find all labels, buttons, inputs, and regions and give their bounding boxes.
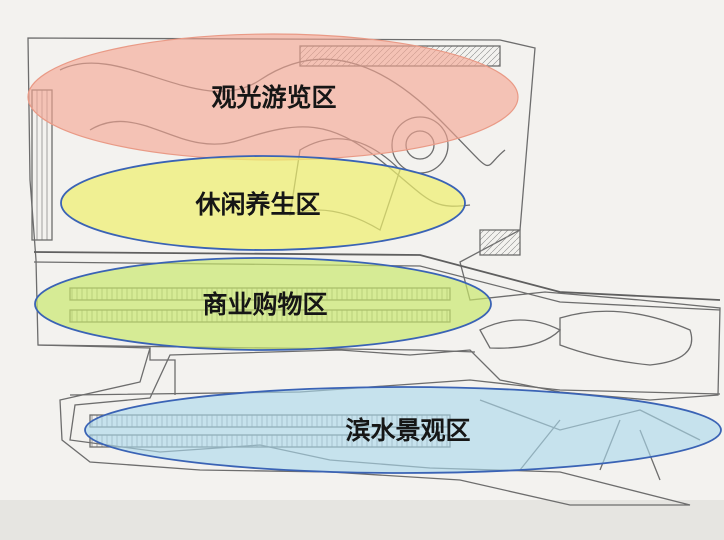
riverside-road <box>69 379 721 396</box>
zone-leisure-ellipse <box>60 155 466 251</box>
zone-leisure-label: 休闲养生区 <box>194 190 320 219</box>
zone-overlays: 观光游览区 休闲养生区 商业购物区 滨水景观区 <box>27 33 722 474</box>
paper-shadow <box>0 500 724 540</box>
zone-sightseeing: 观光游览区 <box>27 33 519 161</box>
site-boundary <box>27 37 721 506</box>
zone-shopping-label: 商业购物区 <box>202 290 327 319</box>
east-loop-2 <box>479 319 562 349</box>
east-loop <box>559 310 693 366</box>
zone-shopping-ellipse <box>34 257 492 351</box>
zone-waterfront-ellipse <box>84 386 722 474</box>
zone-leisure: 休闲养生区 <box>60 155 466 251</box>
main-road <box>33 251 721 301</box>
zone-sightseeing-label: 观光游览区 <box>211 83 336 112</box>
zone-waterfront-label: 滨水景观区 <box>345 416 470 445</box>
stair-connector <box>149 348 176 395</box>
zone-waterfront: 滨水景观区 <box>84 386 722 474</box>
secondary-road <box>37 344 476 353</box>
zone-shopping: 商业购物区 <box>34 257 492 351</box>
parking-block <box>479 229 521 256</box>
